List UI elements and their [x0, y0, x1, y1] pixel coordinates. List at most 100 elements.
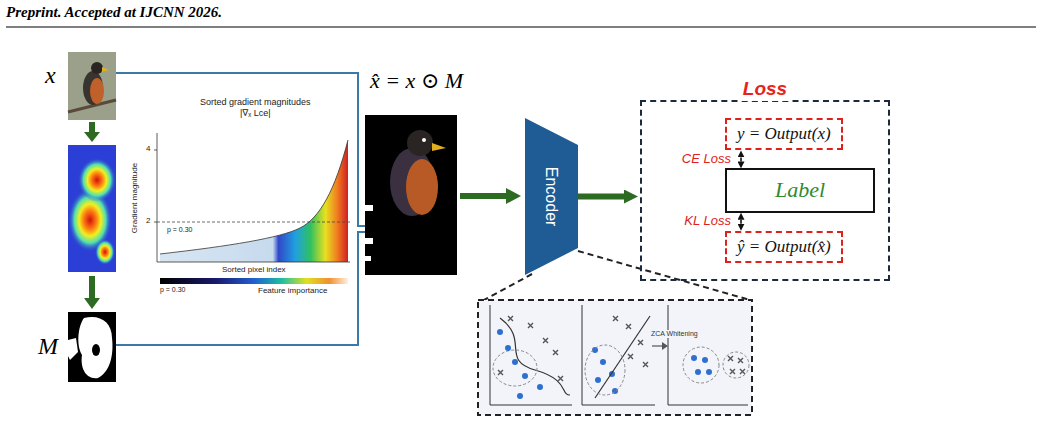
gradient-chart — [160, 140, 348, 254]
binary-mask — [92, 344, 100, 356]
whitening-inset — [728, 356, 745, 374]
axis-title: Gradient magnitude — [130, 163, 139, 233]
whitening-inset — [695, 369, 701, 375]
masked-image — [406, 159, 438, 215]
flow-arrow — [89, 122, 95, 132]
robin-photo — [83, 71, 103, 105]
whitening-inset — [512, 359, 518, 365]
whitening-inset — [683, 347, 719, 383]
box-text: y = Output(x) — [737, 124, 831, 144]
whitening-inset — [702, 357, 708, 363]
loss-term-label: KL Loss — [684, 214, 731, 229]
zoom-leader — [484, 274, 532, 300]
whitening-inset — [585, 345, 625, 395]
chart-subtitle: |∇ₓ Lce| — [240, 108, 271, 118]
whitening-inset — [522, 373, 528, 379]
skip-connector — [116, 73, 365, 345]
whitening-inset — [706, 369, 712, 375]
robin-photo — [91, 62, 103, 74]
whitening-inset — [505, 345, 511, 351]
axis-title: Sorted pixel index — [222, 265, 286, 274]
gradient-chart — [160, 140, 348, 262]
gradient-chart — [154, 150, 157, 222]
flow-arrow — [460, 193, 506, 199]
flow-arrow — [84, 132, 100, 142]
robin-photo — [90, 78, 104, 104]
axis-tick: 4 — [146, 144, 150, 153]
gradient-chart — [157, 222, 350, 223]
masked-image — [365, 115, 457, 275]
masked-image — [407, 130, 433, 156]
robin-photo — [68, 52, 116, 120]
whitening-inset — [517, 393, 523, 399]
loss-term-label: CE Loss — [682, 152, 731, 167]
encoder-shape — [525, 118, 578, 275]
axis-tick: 2 — [146, 216, 150, 225]
equation-label: x̂ = x ⊙ M — [370, 68, 463, 93]
loss-panel: Lossy = Output(x)Labelŷ = Output(x̂) — [640, 100, 890, 281]
box-text: ŷ = Output(x̂) — [737, 237, 831, 257]
saliency-heatmap — [95, 239, 115, 265]
masked-image — [432, 143, 446, 151]
whitening-inset — [723, 352, 749, 378]
variable-label: x — [45, 62, 56, 90]
transform-label: ZCA Whitening — [650, 330, 699, 338]
masked-image — [365, 256, 371, 261]
whitening-inset — [498, 316, 563, 381]
robin-photo — [68, 52, 116, 120]
whitening-inset — [537, 384, 543, 390]
colorbar-label: p = 0.30 — [160, 286, 186, 294]
whitening-inset — [613, 316, 648, 367]
whitening-inset — [478, 300, 752, 415]
masked-image — [365, 238, 373, 244]
whitening-inset — [662, 342, 668, 350]
encoder-label: Encoder — [542, 167, 561, 227]
gradient-chart — [154, 133, 350, 284]
label-box: Label — [725, 168, 875, 212]
flow-arrow — [84, 298, 100, 309]
whitening-inset — [691, 355, 697, 361]
binary-mask — [68, 312, 116, 382]
gradient-chart — [160, 278, 348, 284]
saliency-heatmap — [78, 158, 116, 202]
whitening-inset — [478, 300, 752, 415]
binary-mask — [68, 312, 116, 382]
whitening-inset — [490, 305, 748, 405]
whitening-inset — [497, 329, 712, 399]
box-text: Label — [737, 177, 863, 203]
header-rule — [6, 27, 1036, 28]
header-rule — [6, 27, 1036, 28]
loss-arrow — [740, 157, 742, 161]
whitening-inset — [493, 350, 537, 386]
masked-image — [365, 115, 457, 275]
panel-heading: Loss — [739, 78, 791, 101]
chart-title: Sorted gradient magnitudes — [200, 97, 311, 107]
whitening-inset — [497, 329, 503, 335]
robin-photo — [102, 67, 109, 72]
page-header: Preprint. Accepted at IJCNN 2026. — [6, 4, 222, 21]
zoom-leader — [484, 251, 750, 300]
whitening-inset — [652, 345, 662, 346]
whitening-inset — [595, 377, 601, 383]
whitening-inset — [600, 359, 606, 365]
saliency-heatmap — [68, 145, 116, 272]
masked-image — [422, 138, 426, 142]
saliency-heatmap — [68, 145, 116, 272]
flow-arrow — [506, 188, 521, 204]
variable-label: M — [38, 333, 58, 361]
binary-mask — [78, 317, 112, 378]
encoder-trapezoid: Encoder — [525, 118, 578, 275]
masked-image — [365, 205, 373, 211]
threshold-label: p = 0.30 — [166, 226, 194, 234]
whitening-inset — [500, 318, 570, 395]
gradient-chart — [157, 133, 350, 262]
output-box: ŷ = Output(x̂) — [725, 231, 843, 263]
flow-arrow — [578, 194, 624, 200]
flow-arrow — [89, 276, 95, 298]
loss-arrow — [740, 220, 742, 224]
binary-mask — [68, 338, 78, 360]
output-box: y = Output(x) — [725, 118, 843, 150]
colorbar-label: Feature importance — [258, 286, 327, 295]
